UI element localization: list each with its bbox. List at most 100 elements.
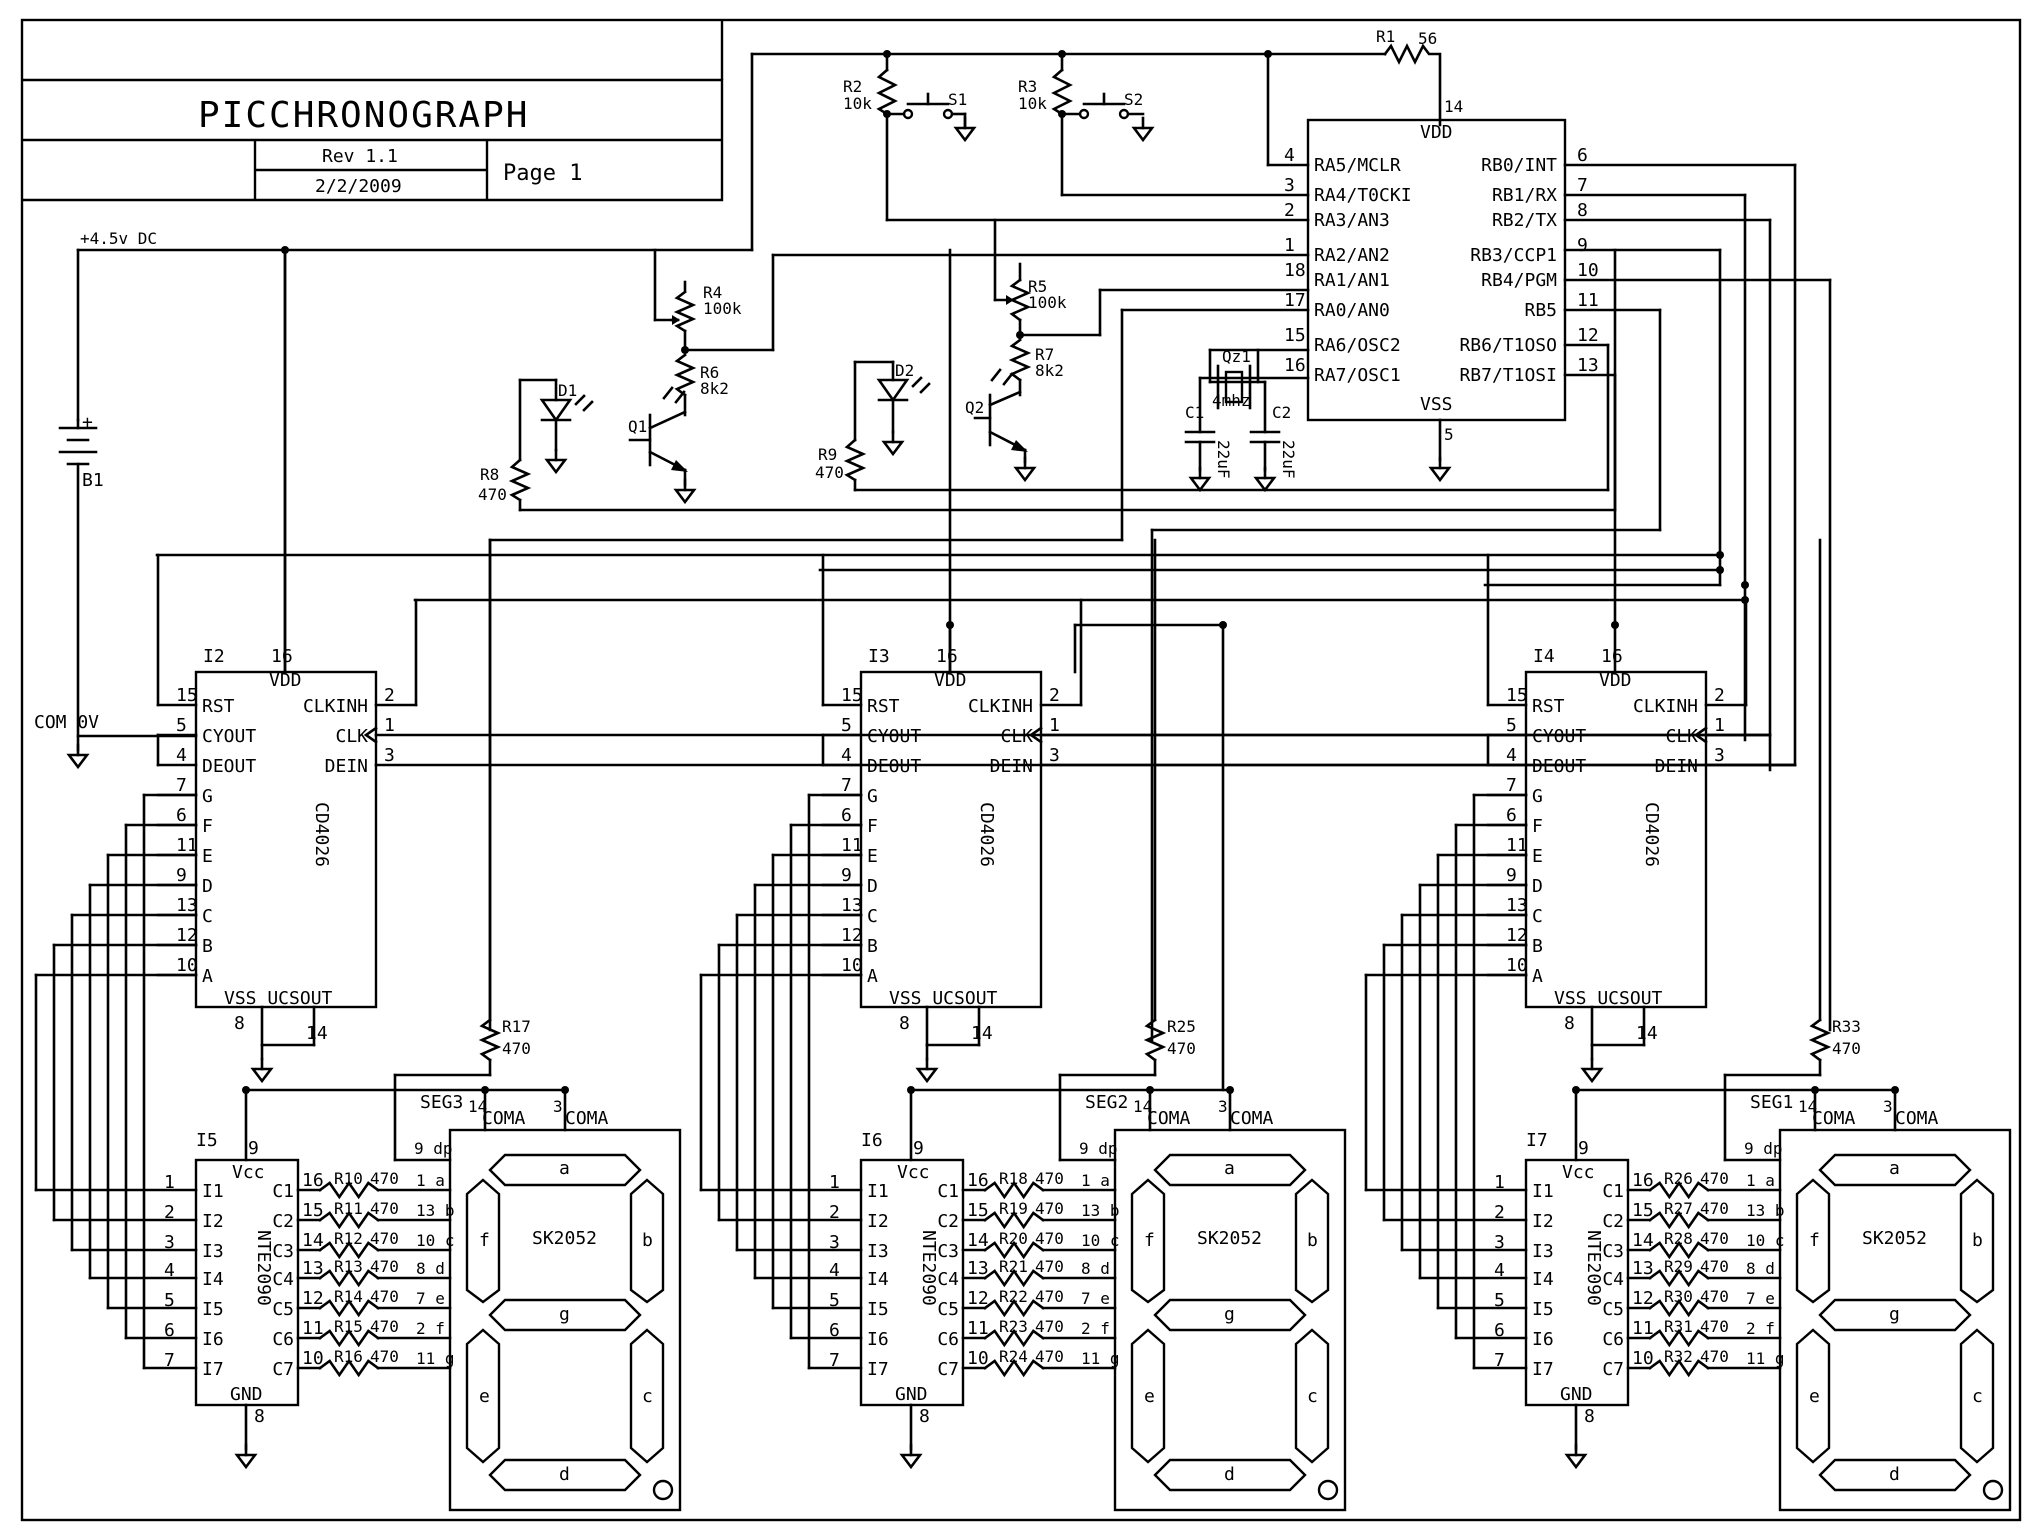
counter-pin-cyout: CYOUT	[202, 726, 256, 747]
r2-value: 10k	[843, 94, 872, 113]
counter-vss-pin: 8	[1564, 1013, 1575, 1034]
series-resistor-ref: R21	[999, 1257, 1028, 1276]
segment-e: e	[479, 1386, 490, 1407]
counter-pin-number: 7	[841, 775, 852, 796]
segment-f: f	[1144, 1230, 1155, 1251]
display-seg-pin: 10 c	[1746, 1231, 1785, 1250]
display-coma-pin: 3	[1218, 1097, 1228, 1116]
mcu-pin-ra2-an2: RA2/AN2	[1314, 245, 1390, 266]
counter-part: CD4026	[1641, 802, 1662, 867]
mcu-pin-rb2-tx: RB2/TX	[1492, 210, 1557, 231]
counter-pin-number: 15	[176, 685, 198, 706]
counter-pin-number: 5	[841, 715, 852, 736]
d2-ref: D2	[895, 361, 914, 380]
series-resistor-value: 470	[1035, 1347, 1064, 1366]
counter-pin-number: 7	[1506, 775, 1517, 796]
display-seg-pin: 2 f	[416, 1319, 445, 1338]
segment-d: d	[1224, 1464, 1235, 1485]
series-resistor-value: 470	[370, 1199, 399, 1218]
counter-pin-number: 11	[841, 835, 863, 856]
driver-output-c6: C6	[1602, 1329, 1624, 1350]
counter-pin-d: D	[1532, 876, 1543, 897]
driver-output-c4: C4	[937, 1269, 959, 1290]
driver-ref: I5	[196, 1130, 218, 1151]
counter-pin-number: 2	[1049, 685, 1060, 706]
display-seg-pin: 2 f	[1081, 1319, 1110, 1338]
q2-ref: Q2	[965, 398, 984, 417]
counter-pin-number: 12	[176, 925, 198, 946]
display-seg-pin: 8 d	[416, 1259, 445, 1278]
mcu-pin-rb0-int: RB0/INT	[1481, 155, 1557, 176]
segment-e: e	[1809, 1386, 1820, 1407]
driver-input-i6: I6	[202, 1329, 224, 1350]
oscillator-section: Qz1 4mhz C1 22uF C2 22uF	[1184, 347, 1310, 492]
display-seg-pin: 7 e	[416, 1289, 445, 1308]
segment-g: g	[559, 1304, 570, 1325]
series-resistor-ref: R16	[334, 1347, 363, 1366]
display-coma-pin: 14	[1798, 1097, 1817, 1116]
display-dp-pin: 9 dp	[1744, 1139, 1783, 1158]
mcu-pin-rb5: RB5	[1524, 300, 1557, 321]
driver-output-number: 13	[1632, 1258, 1654, 1279]
series-resistor-value: 470	[370, 1347, 399, 1366]
counter-part: CD4026	[311, 802, 332, 867]
page-number: Page 1	[503, 161, 582, 186]
driver-output-c7: C7	[272, 1359, 294, 1380]
display-part: SK2052	[1197, 1228, 1262, 1249]
driver-input-number: 3	[164, 1232, 175, 1253]
r2-s1-section: R2 10k S1	[843, 52, 1310, 222]
mcu-pin-rb7-t1osi: RB7/T1OSI	[1459, 365, 1557, 386]
counter-pin-number: 3	[1049, 745, 1060, 766]
series-resistor-value: 470	[1700, 1287, 1729, 1306]
counter-vdd-pin: 16	[271, 646, 293, 667]
display-seg-pin: 1 a	[1746, 1171, 1775, 1190]
counter-pin-number: 3	[1714, 745, 1725, 766]
driver-input-i1: I1	[1532, 1181, 1554, 1202]
r9-value: 470	[815, 463, 844, 482]
mcu-pin-number: 12	[1577, 325, 1599, 346]
counter-pin-number: 15	[1506, 685, 1528, 706]
series-resistor-value: 470	[1700, 1347, 1729, 1366]
driver-output-number: 15	[967, 1200, 989, 1221]
counter-pin-cyout: CYOUT	[1532, 726, 1586, 747]
driver-gnd-label: GND	[230, 1384, 263, 1405]
display-seg-pin: 11 g	[416, 1349, 455, 1368]
segment-g: g	[1889, 1304, 1900, 1325]
driver-output-number: 11	[302, 1318, 324, 1339]
counter-ref: I3	[868, 646, 890, 667]
segment-f: f	[1809, 1230, 1820, 1251]
display-coma-pin: 14	[1133, 1097, 1152, 1116]
driver-input-number: 1	[1494, 1172, 1505, 1193]
series-resistor-ref: R27	[1664, 1199, 1693, 1218]
counter-pin-number: 2	[384, 685, 395, 706]
series-resistor-value: 470	[1700, 1229, 1729, 1248]
counter-pin-deout: DEOUT	[1532, 756, 1586, 777]
counter-ref: I2	[203, 646, 225, 667]
driver-input-number: 2	[164, 1202, 175, 1223]
driver-input-i4: I4	[867, 1269, 889, 1290]
segment-c: c	[642, 1386, 653, 1407]
battery-section: +4.5v DC + B1 COM 0V	[34, 229, 287, 769]
display-seg-pin: 10 c	[1081, 1231, 1120, 1250]
series-resistor-ref: R10	[334, 1169, 363, 1188]
driver-input-number: 4	[164, 1260, 175, 1281]
driver-input-i7: I7	[202, 1359, 224, 1380]
driver-input-i1: I1	[867, 1181, 889, 1202]
counter-pin-number: 5	[1506, 715, 1517, 736]
display-dp-pin: 9 dp	[414, 1139, 453, 1158]
mcu-vdd-label: VDD	[1420, 122, 1453, 143]
driver-ref: I6	[861, 1130, 883, 1151]
driver-gnd-label: GND	[1560, 1384, 1593, 1405]
dp-resistor-value: 470	[1832, 1039, 1861, 1058]
series-resistor-ref: R24	[999, 1347, 1028, 1366]
mcu-pin-ra4-t0cki: RA4/T0CKI	[1314, 185, 1412, 206]
driver-input-i3: I3	[867, 1241, 889, 1262]
segment-d: d	[1889, 1464, 1900, 1485]
mcu-vss-label: VSS	[1420, 394, 1453, 415]
display-dp-pin: 9 dp	[1079, 1139, 1118, 1158]
series-resistor-ref: R19	[999, 1199, 1028, 1218]
battery-ref: B1	[82, 470, 104, 491]
display-ref: SEG3	[420, 1092, 463, 1113]
